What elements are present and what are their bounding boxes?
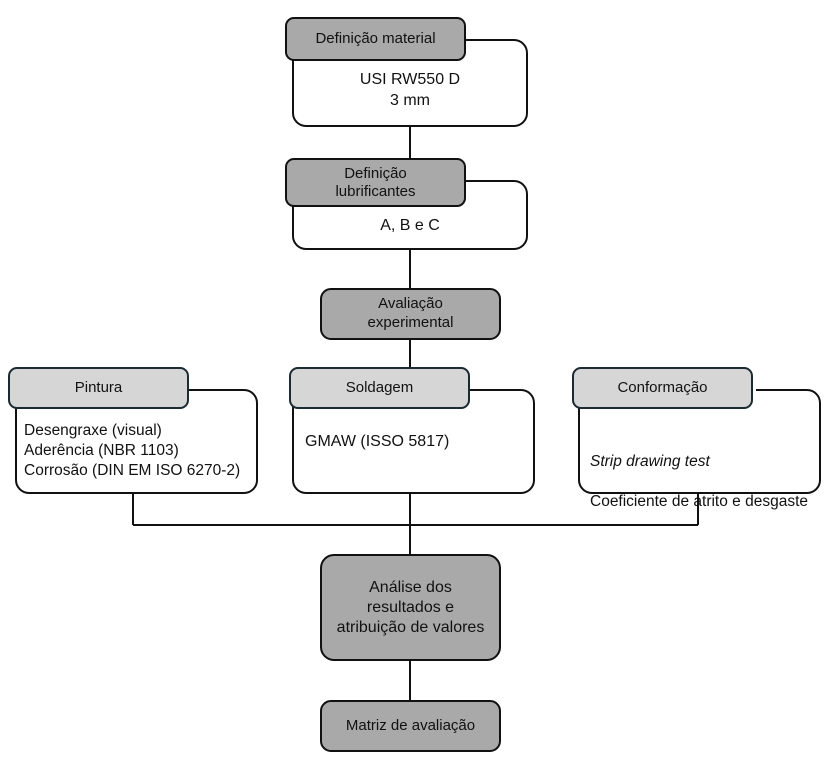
- node-matriz-label: Matriz de avaliação: [345, 716, 476, 734]
- node-pintura-body: Desengraxe (visual) Aderência (NBR 1103)…: [24, 422, 241, 480]
- node-soldagem-header-label: Soldagem: [345, 379, 414, 397]
- node-soldagem-header[interactable]: Soldagem: [289, 367, 470, 409]
- node-conformacao-body-plain: Coeficiente de atrito e desgaste: [590, 493, 808, 511]
- node-matriz-avaliacao[interactable]: Matriz de avaliação: [320, 700, 501, 752]
- node-pintura-header-label: Pintura: [74, 379, 123, 397]
- node-lubrificantes-body: A, B e C: [380, 217, 440, 234]
- node-lubrificantes-header-label: Definição lubrificantes: [335, 164, 416, 200]
- node-material-header[interactable]: Definição material: [285, 17, 466, 61]
- node-analise-resultados[interactable]: Análise dos resultados e atribuição de v…: [320, 554, 501, 661]
- node-soldagem-body: GMAW (ISSO 5817): [305, 433, 450, 450]
- node-pintura-header[interactable]: Pintura: [8, 367, 189, 409]
- node-conformacao-header[interactable]: Conformação: [572, 367, 753, 409]
- node-material-body: USI RW550 D 3 mm: [359, 71, 461, 109]
- node-material-header-label: Definição material: [315, 30, 436, 48]
- node-conformacao-body-italic: Strip drawing test: [590, 453, 710, 471]
- node-conformacao-body: Strip drawing test Coeficiente de atrito…: [590, 432, 825, 533]
- node-conformacao-header-label: Conformação: [617, 379, 708, 397]
- node-lubrificantes-header[interactable]: Definição lubrificantes: [285, 158, 466, 207]
- node-avaliacao-experimental[interactable]: Avaliação experimental: [320, 288, 501, 340]
- node-analise-label: Análise dos resultados e atribuição de v…: [336, 578, 485, 636]
- node-avaliacao-label: Avaliação experimental: [367, 295, 454, 331]
